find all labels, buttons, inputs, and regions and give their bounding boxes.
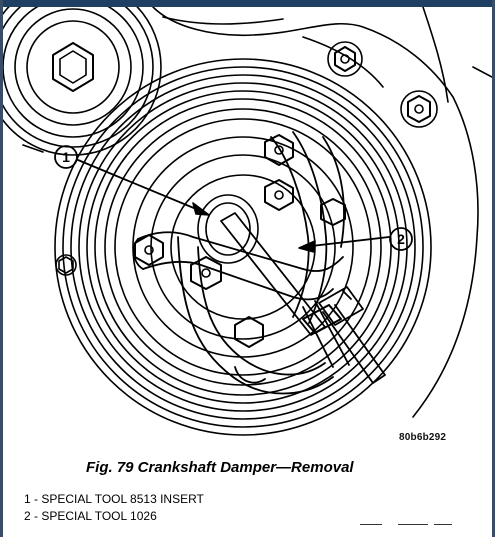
window-top-bar [0,0,495,7]
callout-2-label: 2 [397,231,405,247]
callout-2: 2 [298,227,413,253]
crankshaft-damper-illustration: 1 2 [3,7,492,436]
puller-bolt-lower-left [190,256,222,290]
crankshaft-damper [54,58,432,436]
legend: 1 - SPECIAL TOOL 8513 INSERT 2 - SPECIAL… [24,491,204,525]
puller-bolt-upper [264,134,294,166]
footer-dash [360,524,382,525]
right-bolt [400,90,438,128]
figure-caption: Fig. 79 Crankshaft Damper—Removal [86,459,354,476]
legend-item: 2 - SPECIAL TOOL 1026 [24,509,157,523]
figure-reference-code: 80b6b292 [399,432,447,443]
puller-bolt-right [320,198,346,226]
puller-tool-body [132,131,350,395]
callout-1-label: 1 [62,149,70,165]
puller-bolt-lower [234,316,264,348]
puller-bolt-left [134,234,164,266]
footer-dash [398,524,428,525]
callout-1: 1 [22,144,210,216]
legend-item: 1 - SPECIAL TOOL 8513 INSERT [24,492,204,506]
frame-left-edge [0,0,3,537]
engine-block-outline [152,7,492,418]
footer-dash [434,524,452,525]
idler-pulley [3,7,162,156]
frame-right-edge [492,0,495,537]
forcing-screw [220,212,386,384]
damper-hub [197,194,259,264]
puller-bolt-mid [264,179,294,211]
upper-bolt [327,41,363,77]
